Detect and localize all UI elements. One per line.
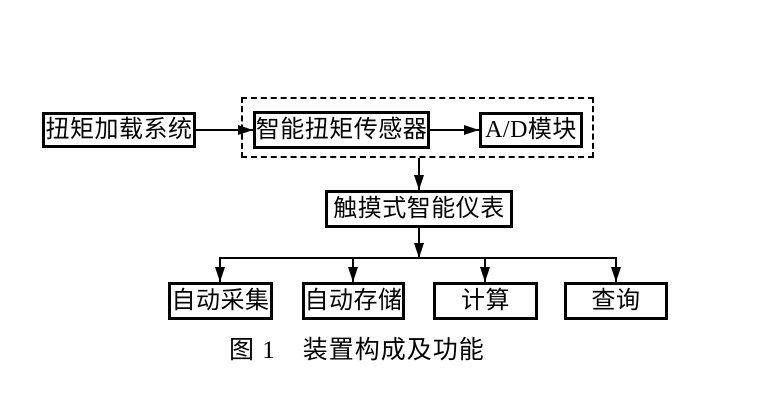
node-label: 计算: [461, 288, 510, 314]
node-label: 触摸式智能仪表: [333, 196, 505, 222]
node-label: 智能扭矩传感器: [255, 117, 428, 143]
node-smart-torque-sensor: 智能扭矩传感器: [253, 111, 430, 149]
figure-caption-title: 装置构成及功能: [302, 337, 485, 364]
node-label: 扭矩加载系统: [45, 117, 193, 143]
node-label: A/D模块: [485, 117, 577, 143]
node-touch-smart-instrument: 触摸式智能仪表: [325, 190, 513, 228]
node-label: 自动存储: [304, 288, 403, 314]
figure-caption-label: 图 1: [229, 337, 276, 364]
node-calculation: 计算: [433, 282, 538, 320]
figure-caption: 图 1 装置构成及功能: [229, 337, 485, 366]
node-label: 查询: [591, 288, 641, 314]
node-auto-storage: 自动存储: [302, 282, 405, 320]
node-ad-module: A/D模块: [479, 112, 583, 148]
node-label: 自动采集: [171, 288, 270, 314]
node-auto-collection: 自动采集: [168, 282, 273, 320]
node-query: 查询: [564, 282, 668, 320]
node-torque-loading-system: 扭矩加载系统: [42, 112, 196, 148]
